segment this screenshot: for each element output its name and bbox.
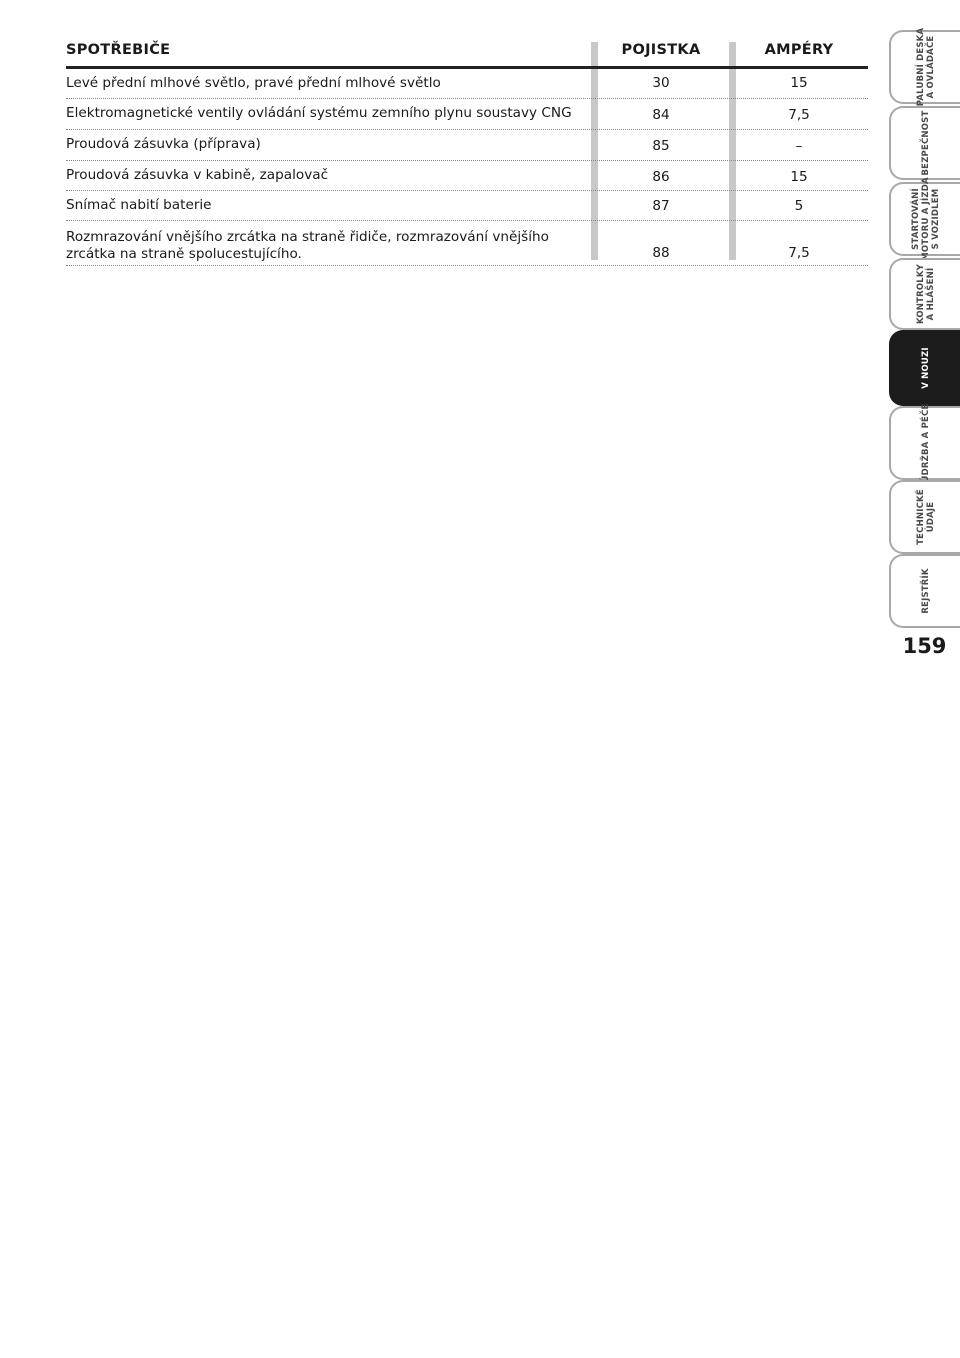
tab-label: PALUBNÍ DESKA A OVLÁDAČE bbox=[915, 27, 936, 107]
row-fuse: 30 bbox=[652, 75, 670, 91]
row-consumer: Rozmrazování vnějšího zrcátka na straně … bbox=[66, 229, 549, 262]
row-consumer: Elektromagnetické ventily ovládání systé… bbox=[66, 105, 572, 121]
row-fuse: 88 bbox=[652, 245, 670, 261]
row-consumer: Snímač nabití baterie bbox=[66, 197, 212, 213]
tab-label: REJSTŘÍK bbox=[920, 568, 931, 614]
row-ampere: – bbox=[795, 138, 803, 154]
table-row: Snímač nabití baterie 87 5 bbox=[66, 191, 868, 221]
table-row: Levé přední mlhové světlo, pravé přední … bbox=[66, 69, 868, 99]
header-consumer: SPOTŘEBIČE bbox=[66, 42, 171, 58]
tab-palubni-deska[interactable]: PALUBNÍ DESKA A OVLÁDAČE bbox=[889, 27, 960, 107]
row-fuse: 85 bbox=[652, 138, 670, 154]
column-divider-bar bbox=[591, 42, 598, 260]
tab-label: KONTROLKY A HLÁŠENÍ bbox=[915, 263, 936, 325]
tab-label: TECHNICKÉ ÚDAJE bbox=[915, 489, 936, 545]
tab-bezpecnost[interactable]: BEZPEČNOST bbox=[889, 106, 960, 180]
tab-label: V NOUZI bbox=[920, 347, 931, 389]
table-row: Rozmrazování vnějšího zrcátka na straně … bbox=[66, 221, 868, 266]
tab-technicke-udaje[interactable]: TECHNICKÉ ÚDAJE bbox=[889, 480, 960, 554]
row-consumer: Proudová zásuvka v kabině, zapalovač bbox=[66, 167, 329, 183]
page-number: 159 bbox=[902, 634, 947, 658]
table-row: Proudová zásuvka (příprava) 85 – bbox=[66, 130, 868, 161]
row-ampere: 15 bbox=[790, 169, 808, 185]
tab-udrzba[interactable]: ÚDRŽBA A PÉČE bbox=[889, 403, 960, 483]
row-fuse: 87 bbox=[652, 198, 670, 214]
row-ampere: 15 bbox=[790, 75, 808, 91]
column-divider-bar bbox=[729, 42, 736, 260]
header-ampere: AMPÉRY bbox=[764, 42, 834, 58]
table-row: Proudová zásuvka v kabině, zapalovač 86 … bbox=[66, 161, 868, 191]
tab-kontrolky[interactable]: KONTROLKY A HLÁŠENÍ bbox=[889, 258, 960, 330]
row-fuse: 86 bbox=[652, 169, 670, 185]
tab-label: ÚDRŽBA A PÉČE bbox=[920, 403, 931, 483]
row-ampere: 7,5 bbox=[788, 245, 810, 261]
table-row: Elektromagnetické ventily ovládání systé… bbox=[66, 99, 868, 130]
header-fuse: POJISTKA bbox=[621, 42, 701, 58]
table-header: SPOTŘEBIČE POJISTKA AMPÉRY bbox=[66, 40, 868, 69]
row-consumer: Levé přední mlhové světlo, pravé přední … bbox=[66, 75, 441, 91]
row-ampere: 5 bbox=[794, 198, 804, 214]
tab-rejstrik[interactable]: REJSTŘÍK bbox=[889, 554, 960, 628]
tab-label: BEZPEČNOST bbox=[920, 110, 931, 176]
row-fuse: 84 bbox=[652, 107, 670, 123]
tab-label: STARTOVÁNÍ MOTORU A JÍZDA S VOZIDLEM bbox=[910, 177, 941, 261]
row-consumer: Proudová zásuvka (příprava) bbox=[66, 136, 261, 152]
tab-startovani[interactable]: STARTOVÁNÍ MOTORU A JÍZDA S VOZIDLEM bbox=[889, 177, 960, 261]
tab-v-nouzi[interactable]: V NOUZI bbox=[889, 330, 960, 406]
fuse-table: SPOTŘEBIČE POJISTKA AMPÉRY Levé přední m… bbox=[66, 40, 868, 266]
row-ampere: 7,5 bbox=[788, 107, 810, 123]
